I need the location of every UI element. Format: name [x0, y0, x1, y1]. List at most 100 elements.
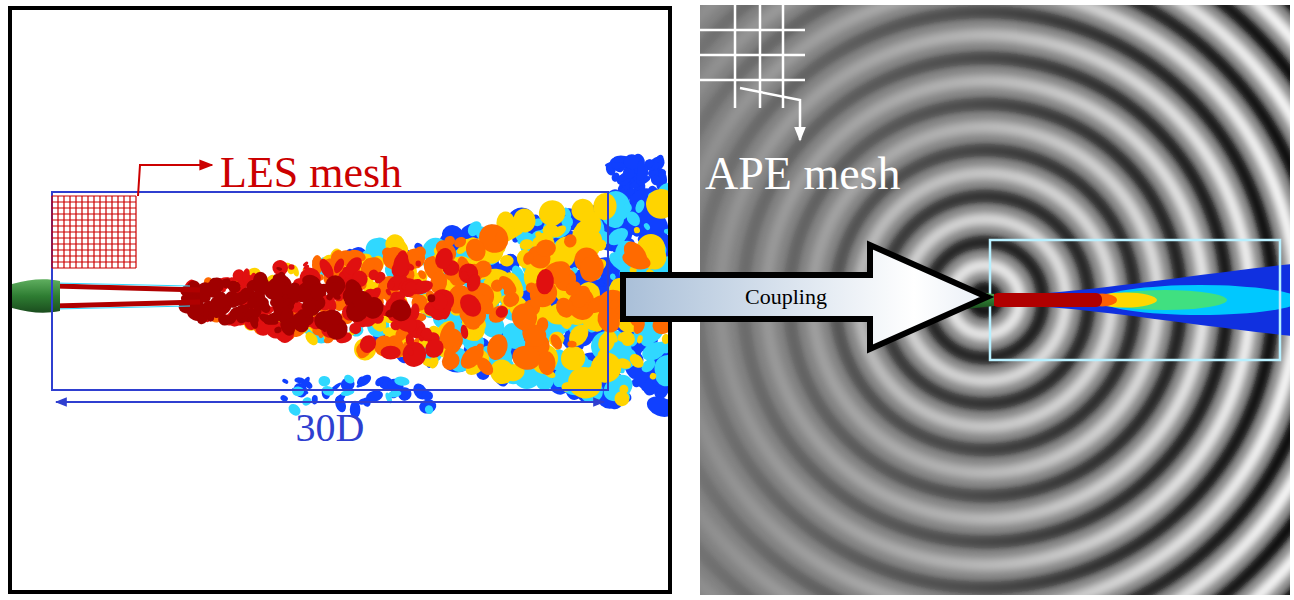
vortex-blob: [537, 351, 556, 376]
vortex-blob: [450, 338, 464, 355]
grid-line: [52, 243, 136, 244]
grid-line: [52, 267, 136, 268]
shear-layer-edge: [55, 306, 190, 309]
vortex-blob: [314, 301, 324, 312]
vortex-blob: [650, 174, 662, 187]
vortex-blob: [343, 373, 356, 385]
vortex-blob: [486, 253, 491, 261]
vortex-blob: [416, 261, 421, 267]
wave-ring: [700, 5, 1290, 595]
vortex-blob: [310, 289, 318, 301]
wave-ring: [700, 5, 1290, 595]
vortex-blob: [576, 252, 608, 286]
vortex-blob: [649, 372, 657, 380]
arrow-label: Coupling: [745, 286, 827, 308]
wave-ring: [700, 5, 1290, 595]
vortex-blob: [221, 277, 231, 286]
wave-ring: [700, 5, 1290, 595]
vortex-blob: [637, 160, 645, 184]
shear-layer: [55, 286, 200, 290]
vortex-blob: [493, 229, 510, 245]
vortex-blob: [633, 227, 640, 234]
vortex-blob: [241, 288, 249, 296]
vortex-blob: [421, 390, 434, 402]
vortex-blob: [560, 380, 573, 393]
grid-line: [52, 213, 136, 214]
les-domain-box: [52, 192, 608, 390]
grid-line: [782, 5, 785, 108]
vortex-blob: [643, 222, 652, 231]
vortex-blob: [605, 162, 627, 168]
grid-line: [700, 29, 805, 32]
shear-layer: [55, 302, 200, 306]
vortex-blob: [510, 343, 543, 372]
vortex-blob: [562, 233, 578, 250]
vortex-blob: [294, 377, 305, 383]
vortex-blob: [508, 300, 541, 334]
vortex-blob: [405, 346, 415, 357]
grid-line: [52, 207, 136, 208]
dimension-label: 30D: [296, 408, 365, 448]
vortex-blob: [608, 298, 620, 311]
vortex-blob: [543, 224, 560, 236]
grid-line: [52, 219, 136, 220]
mean-jet-flow: [992, 264, 1290, 336]
vortex-blob: [641, 184, 668, 224]
vortex-blob: [534, 230, 543, 239]
vortex-blob: [292, 386, 304, 396]
vortex-blob: [577, 207, 605, 238]
grid-line: [52, 225, 136, 226]
vortex-blob: [511, 207, 537, 235]
vortex-blob: [536, 197, 568, 229]
shear-layer-edge: [55, 283, 190, 286]
coupling-arrow: Coupling: [620, 242, 992, 352]
vortex-blob: [427, 294, 435, 302]
vortex-blob: [521, 251, 535, 267]
wave-ring: [700, 5, 1290, 595]
vortex-blob: [288, 291, 302, 305]
mesh-label: LES mesh: [220, 151, 402, 195]
vortex-blob: [322, 308, 344, 327]
grid-line: [734, 5, 737, 108]
vortex-blob: [281, 378, 289, 385]
vortex-blob: [241, 268, 251, 283]
vortex-blob: [634, 199, 646, 215]
wave-ring: [700, 5, 1290, 595]
vortex-blob: [257, 311, 276, 326]
vortex-blob: [405, 333, 415, 346]
vortex-blob: [385, 288, 393, 296]
leader-line: [138, 165, 212, 196]
grid-line: [52, 237, 136, 238]
vortex-blob: [627, 351, 646, 370]
vortex-blob: [536, 239, 556, 256]
vortex-blob: [456, 290, 486, 321]
vortex-blob: [636, 334, 644, 344]
vortex-blob: [279, 309, 292, 322]
vortex-blob: [661, 334, 668, 345]
les-grid: [52, 196, 136, 268]
vortex-blob: [245, 294, 258, 308]
vortex-blob: [471, 333, 481, 342]
vortex-blob: [664, 228, 668, 234]
arrow-outline: [623, 245, 987, 349]
vortex-blob: [565, 321, 592, 350]
vortex-blob: [392, 252, 410, 277]
wave-ring: [700, 5, 1290, 595]
vortex-blob: [417, 269, 428, 281]
grid-line: [52, 195, 136, 196]
grid-line: [700, 79, 805, 82]
vortex-blob: [300, 298, 311, 310]
vortex-blob: [416, 326, 424, 336]
les-panel: [10, 8, 670, 592]
grid-line: [700, 54, 805, 57]
grid-line: [52, 249, 136, 250]
jet-core: [992, 293, 1102, 307]
vortex-blob: [500, 255, 514, 267]
vortex-blob: [374, 376, 385, 388]
vortex-blob: [496, 273, 520, 297]
vortex-blob: [269, 297, 280, 308]
vortex-blob: [212, 290, 229, 310]
vortex-blob: [417, 335, 424, 343]
vortex-blob: [356, 372, 373, 388]
